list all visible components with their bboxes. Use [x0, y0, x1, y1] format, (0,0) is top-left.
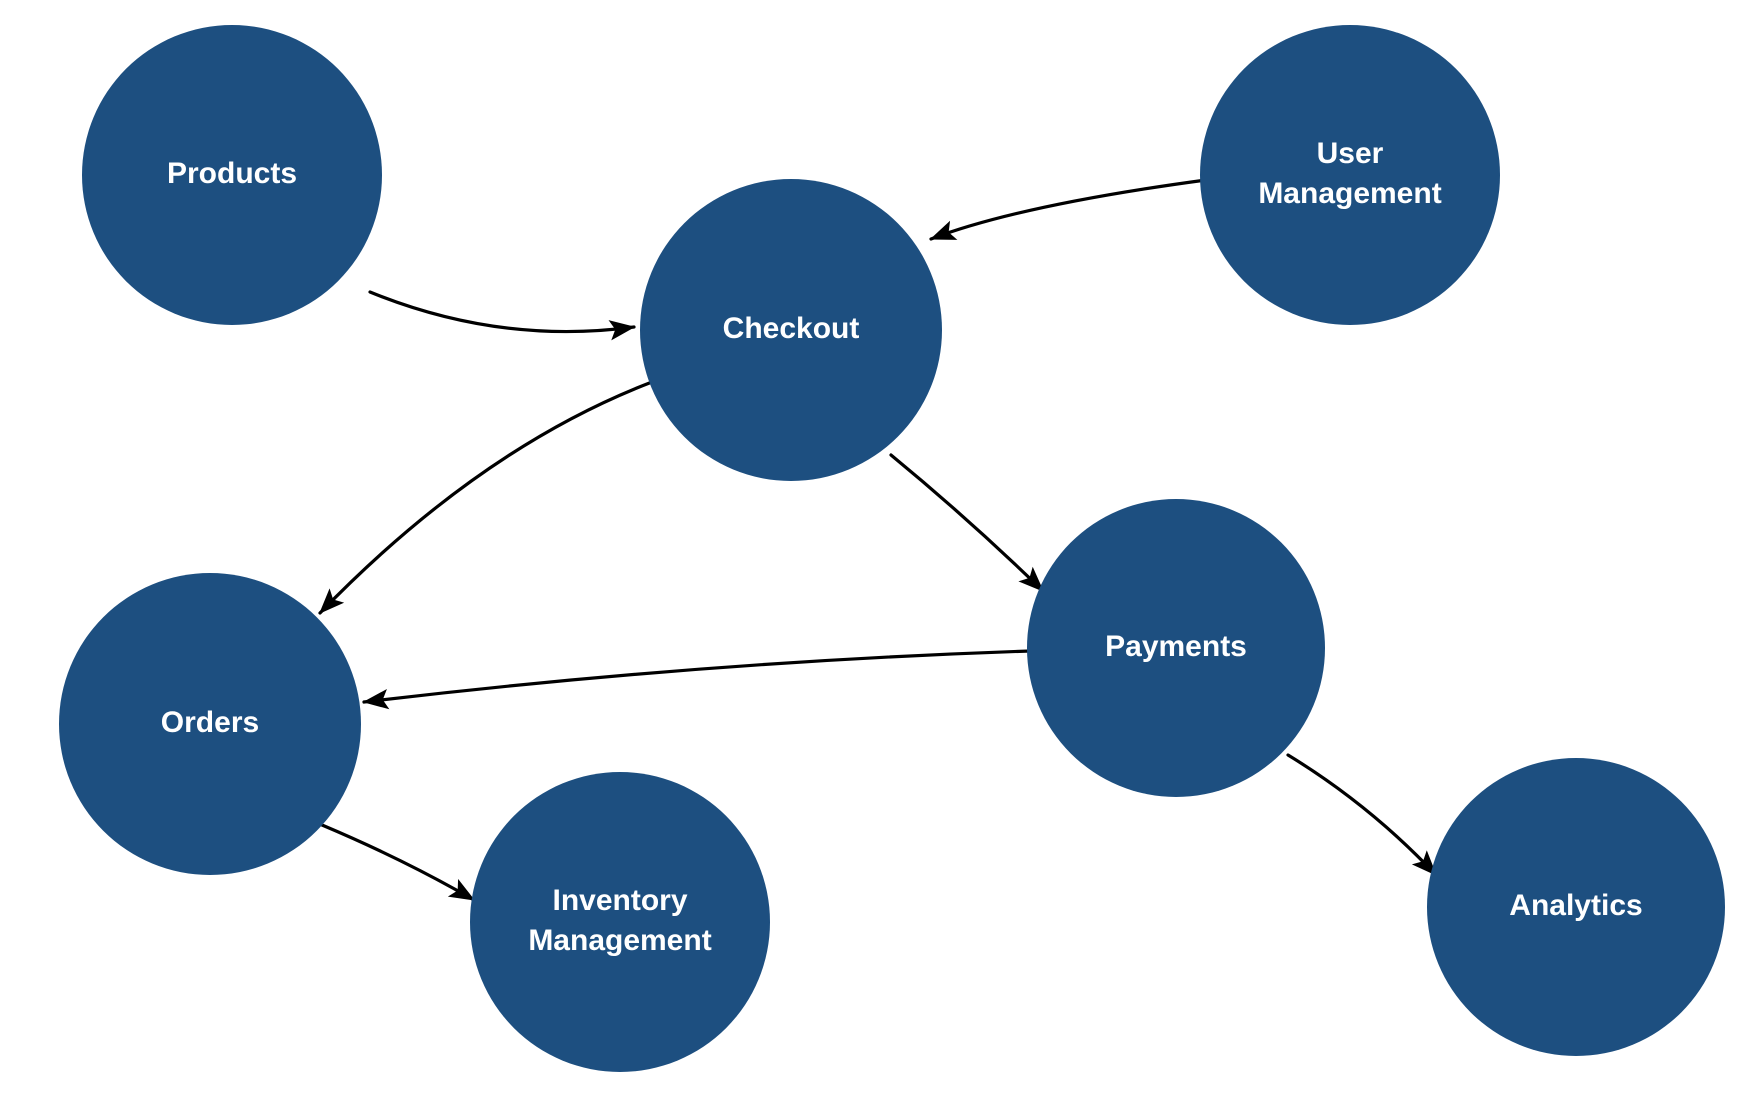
edge-hit-area[interactable] — [320, 382, 652, 613]
edge-hit-area[interactable] — [931, 180, 1206, 239]
edge-line — [889, 453, 1045, 593]
edge-hit-area[interactable] — [364, 651, 1030, 702]
node-orders[interactable]: Orders — [59, 573, 361, 875]
node-payments[interactable]: Payments — [1027, 499, 1325, 797]
edge-checkout-to-orders[interactable] — [318, 380, 654, 615]
edge-orders-to-inventory-management[interactable] — [320, 823, 476, 902]
edge-line — [1286, 753, 1438, 877]
node-shape-circle[interactable] — [1427, 758, 1725, 1056]
edge-line — [320, 823, 476, 902]
edge-products-to-checkout[interactable] — [368, 290, 636, 341]
edge-hit-area[interactable] — [1288, 755, 1436, 875]
edge-payments-to-analytics[interactable] — [1286, 753, 1438, 877]
node-shape-circle[interactable] — [82, 25, 382, 325]
node-products[interactable]: Products — [82, 25, 382, 325]
edge-line — [368, 290, 636, 341]
node-shape-circle[interactable] — [1200, 25, 1500, 325]
node-shape-circle[interactable] — [59, 573, 361, 875]
edges-layer — [318, 178, 1438, 902]
node-analytics[interactable]: Analytics — [1427, 758, 1725, 1056]
node-shape-circle[interactable] — [640, 179, 942, 481]
node-shape-circle[interactable] — [470, 772, 770, 1072]
node-checkout[interactable]: Checkout — [640, 179, 942, 481]
edge-user-management-to-checkout[interactable] — [929, 178, 1208, 241]
edge-hit-area[interactable] — [370, 292, 634, 332]
node-shape-circle[interactable] — [1027, 499, 1325, 797]
edge-line — [318, 380, 654, 615]
edge-checkout-to-payments[interactable] — [889, 453, 1045, 593]
edge-line — [929, 178, 1208, 241]
edge-payments-to-orders[interactable] — [362, 649, 1032, 710]
edge-line — [362, 649, 1032, 710]
